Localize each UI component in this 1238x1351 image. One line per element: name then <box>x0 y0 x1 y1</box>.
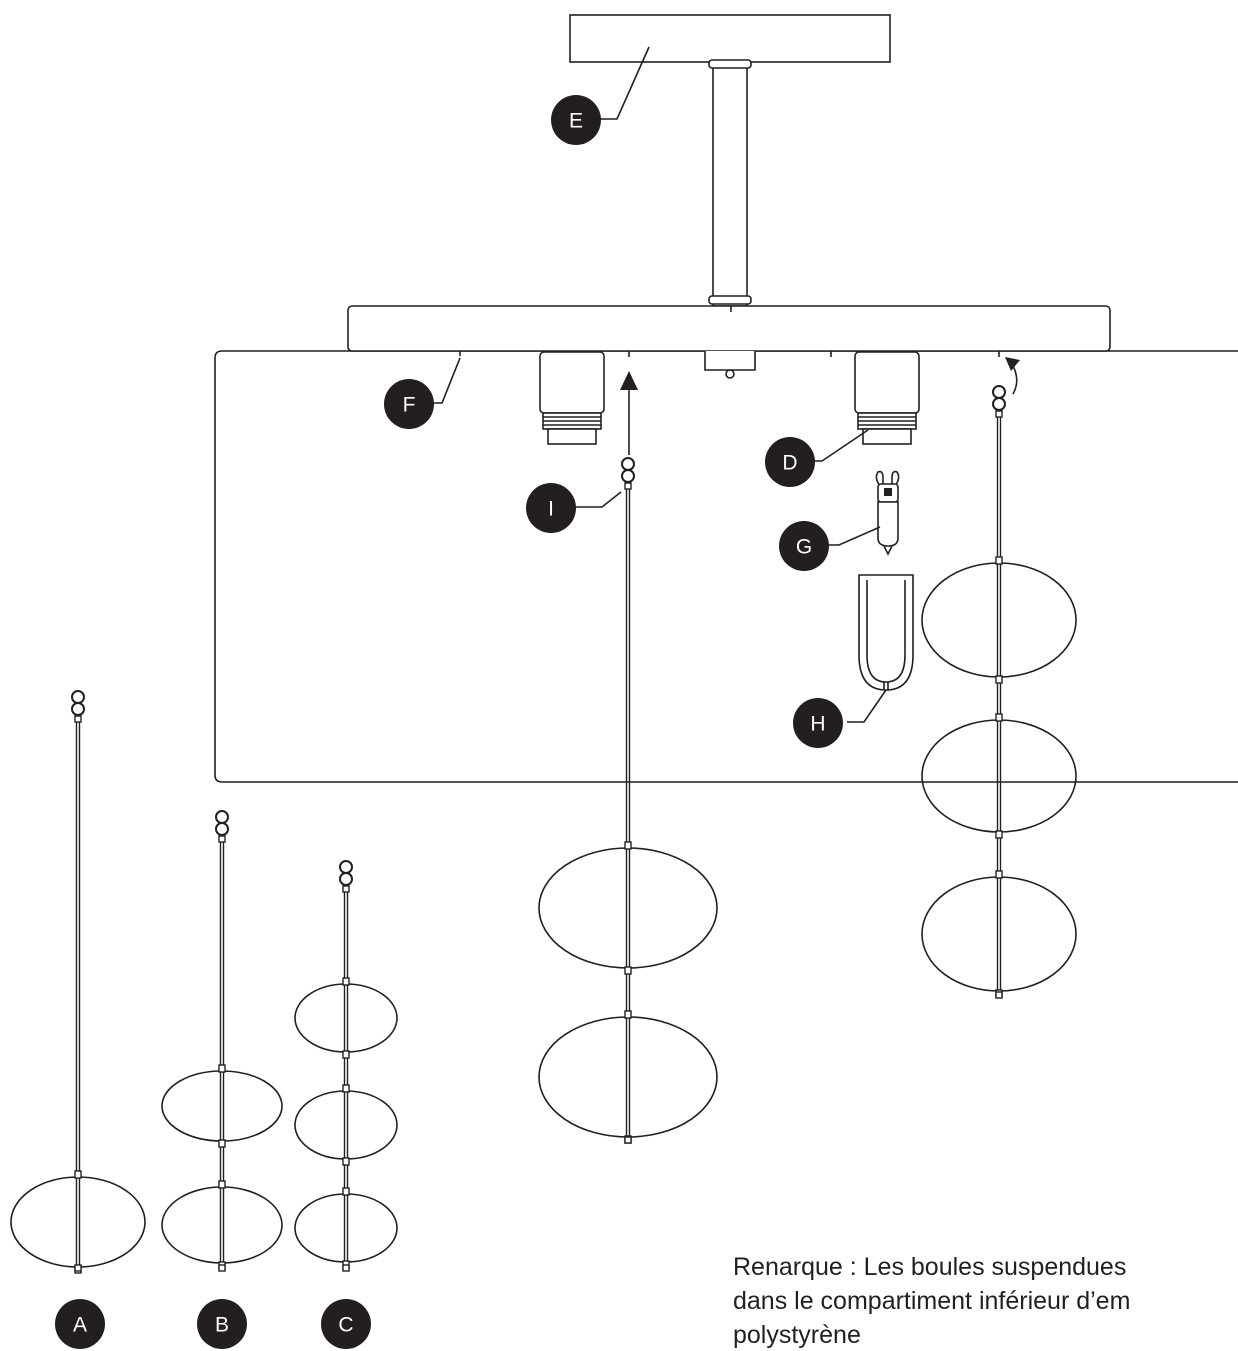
rod-i <box>538 457 718 1144</box>
hook-lower-loop <box>621 469 635 483</box>
svg-text:I: I <box>548 498 554 521</box>
hook-lower-loop <box>339 872 353 886</box>
glass-ball <box>538 847 718 969</box>
ball-connector <box>342 1084 350 1093</box>
ball-connector <box>342 977 350 986</box>
hook-upper-loop <box>339 860 353 874</box>
ceiling-canopy <box>569 14 891 307</box>
ball-connector <box>995 556 1003 565</box>
glass-ball <box>538 1016 718 1138</box>
badge-a: A <box>55 1299 105 1349</box>
hook-upper-loop <box>992 385 1006 399</box>
ball-connector <box>995 713 1003 722</box>
svg-text:C: C <box>338 1314 353 1337</box>
rod-right <box>921 385 1077 999</box>
rod-connector <box>342 885 350 893</box>
ball-connector <box>995 830 1003 839</box>
ball-connector <box>624 966 632 975</box>
ball-connector <box>218 1064 226 1073</box>
svg-text:H: H <box>810 713 825 736</box>
hook-lower-loop <box>215 822 229 836</box>
glass-ball <box>161 1070 283 1142</box>
badge-e: E <box>551 95 601 145</box>
hook-lower-loop <box>992 397 1006 411</box>
insert-arrow <box>620 371 638 455</box>
rod-end-cap <box>74 1264 82 1272</box>
glass-ball <box>921 876 1077 992</box>
svg-text:B: B <box>215 1314 229 1337</box>
glass-ball <box>294 1193 398 1263</box>
svg-text:A: A <box>73 1314 87 1337</box>
callout-leaders <box>433 46 887 723</box>
svg-text:F: F <box>403 394 416 417</box>
badge-i: I <box>526 483 576 533</box>
rod-connector <box>995 410 1003 418</box>
glass-shade <box>858 574 914 691</box>
ball-connector <box>342 1157 350 1166</box>
glass-ball <box>921 562 1077 678</box>
svg-text:E: E <box>569 110 583 133</box>
ball-connector <box>995 870 1003 879</box>
ball-connector <box>342 1050 350 1059</box>
ball-connector <box>218 1139 226 1148</box>
hook-upper-loop <box>621 457 635 471</box>
svg-text:D: D <box>782 452 797 475</box>
hook-upper-loop <box>71 690 85 704</box>
rod-end-cap <box>995 991 1003 999</box>
badge-b: B <box>197 1299 247 1349</box>
badge-g: G <box>779 521 829 571</box>
glass-ball <box>294 1090 398 1160</box>
ball-connector <box>995 675 1003 684</box>
badge-h: H <box>793 698 843 748</box>
socket-left <box>539 351 605 445</box>
ball-connector <box>624 1010 632 1019</box>
hook-arrow <box>1005 357 1020 395</box>
rod-c <box>294 860 398 1272</box>
pendant-rods <box>10 385 1077 1274</box>
rod-end-cap <box>624 1136 632 1144</box>
rod-end-cap <box>218 1264 226 1272</box>
rod-connector <box>624 482 632 490</box>
ball-connector <box>74 1170 82 1179</box>
ball-connector <box>218 1180 226 1189</box>
badge-d: D <box>765 437 815 487</box>
glass-ball <box>294 983 398 1053</box>
rod-b <box>161 810 283 1272</box>
rod-connector <box>74 715 82 723</box>
socket-right <box>854 351 920 445</box>
g9-bulb <box>875 470 900 556</box>
packing-note: Renarque : Les boules suspendues dans le… <box>733 1253 1131 1349</box>
badge-c: C <box>321 1299 371 1349</box>
rod-a <box>10 690 146 1274</box>
ball-connector <box>342 1187 350 1196</box>
fixture-plate <box>214 305 1238 783</box>
hook-lower-loop <box>71 702 85 716</box>
glass-ball <box>921 719 1077 833</box>
svg-text:G: G <box>796 536 812 559</box>
hook-upper-loop <box>215 810 229 824</box>
glass-ball <box>10 1176 146 1268</box>
glass-ball <box>161 1186 283 1264</box>
rod-end-cap <box>342 1264 350 1272</box>
badge-f: F <box>384 379 434 429</box>
ball-connector <box>624 841 632 850</box>
rod-connector <box>218 835 226 843</box>
